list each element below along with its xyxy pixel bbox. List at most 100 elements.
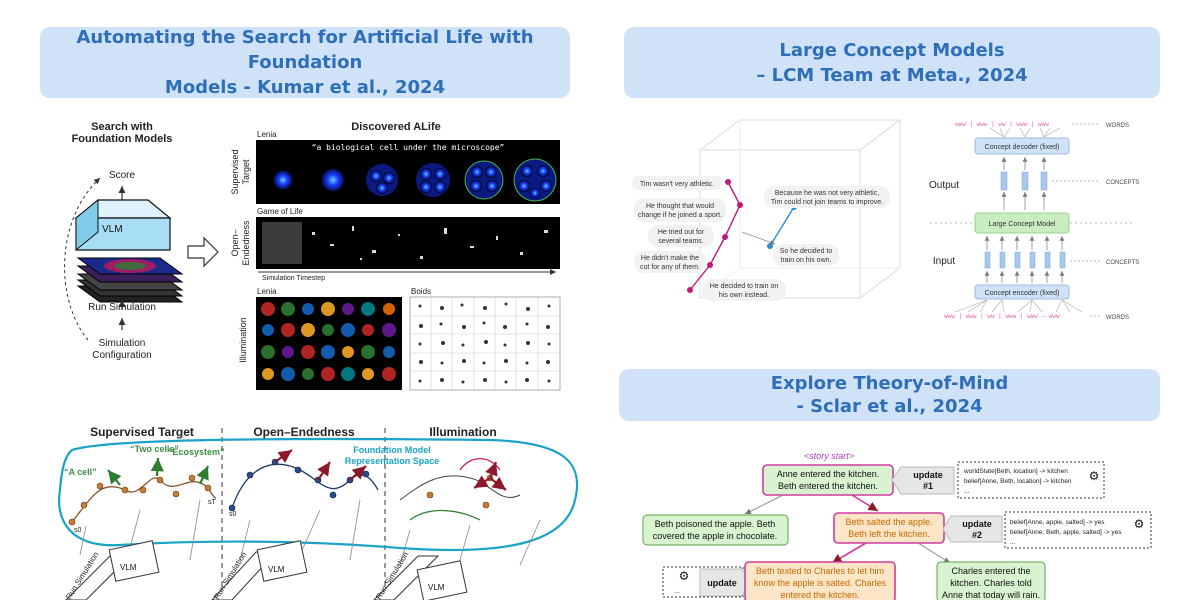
tom-story-graph: <story start> Anne entered the kitchen. … [642, 451, 1152, 600]
story-text: Charles entered the [951, 566, 1030, 576]
update-tag [942, 515, 1003, 543]
search-heading: Foundation Models [72, 133, 173, 145]
gear-icon: ⚙ [679, 569, 690, 583]
state-box [1004, 511, 1152, 549]
story-node [744, 561, 896, 600]
encoder-label: Concept encoder (fixed) [985, 290, 1060, 297]
story-text: entered the kitchen. [780, 590, 859, 600]
large-concept-model [974, 212, 1070, 234]
state-text: belief[Anne, apple, salted] -> yes [1010, 519, 1105, 526]
row-label: Illumination [238, 317, 248, 363]
representation-boundary [58, 437, 579, 552]
story-text: Beth salted the apple. [845, 517, 932, 527]
sentence: his own instead. [719, 292, 769, 299]
sentence: change if he joined a sport. [638, 212, 722, 219]
representation-space-panel: Supervised Target Open–Endedness Illumin… [58, 425, 579, 600]
state-text: ... [1010, 539, 1016, 546]
s0-label: s0 [74, 527, 82, 534]
sim-config-label: Configuration [92, 350, 151, 361]
lcm-embedding-cube: Tim wasn't very athletic. He thought tha… [632, 119, 902, 301]
story-text: kitchen. Charles told [950, 578, 1032, 588]
bottom-heading: Illumination [429, 425, 496, 439]
decoder-label: Concept decoder (fixed) [985, 144, 1060, 151]
row-label: Supervised [230, 149, 240, 194]
story-text: Beth entered the kitchen. [778, 481, 878, 491]
story-start: <story start> [804, 451, 854, 461]
timestep-label: Simulation Timestep [262, 275, 325, 282]
discovered-heading: Discovered ALife [351, 121, 440, 133]
search-heading: Search with [91, 121, 153, 133]
word-tokens: www | www | ww | www | www — www [944, 313, 1060, 320]
state-text: ... [674, 588, 680, 595]
to-results-arrow [187, 236, 219, 268]
concept-decoder [974, 137, 1070, 155]
sentence: He tried out for [658, 229, 705, 236]
discovered-alife-panel: Discovered ALife Lenia “a biological cel… [230, 121, 561, 391]
row-label: Endedness [241, 220, 251, 266]
output-label: Output [929, 180, 959, 191]
paper-title-tom: Explore Theory-of-Mind - Sclar et al., 2… [619, 369, 1160, 421]
story-text: Beth poisoned the apple. Beth [655, 519, 776, 529]
state-text: belief[Anne, Beth, apple, salted] -> yes [1010, 529, 1122, 536]
update-text: update [707, 578, 737, 588]
story-text: covered the apple in chocolate. [653, 531, 778, 541]
gear-icon: ⚙ [1089, 469, 1100, 483]
open-endedness-strip [256, 217, 560, 269]
word-tokens: www | www | ww | www | www [955, 121, 1049, 128]
search-pipeline: Search with Foundation Models Score VLM … [64, 121, 219, 361]
update-text: update [962, 519, 992, 529]
story-text: know the apple is salted. Charles [754, 578, 887, 588]
paper-title-alife: Automating the Search for Artificial Lif… [40, 27, 570, 98]
bottom-vlm-stacks: VLM VLM VLM Run Simulation Run Simulatio… [64, 540, 468, 600]
fm-rep-label: Representation Space [345, 456, 440, 466]
gear-icon: ⚙ [1134, 517, 1145, 531]
bottom-heading: Supervised Target [90, 425, 194, 439]
input-label: Input [933, 256, 955, 267]
paper-title-line: Large Concept Models [779, 39, 1005, 61]
lcm-architecture: Output Input Concept decoder (fixed) Lar… [929, 121, 1139, 321]
target-label: “Two cells” [130, 444, 179, 454]
vlm-label: VLM [268, 565, 285, 574]
bottom-heading: Open–Endedness [253, 425, 355, 439]
vlm-prism: VLM [74, 198, 172, 252]
sentence: Because he was not very athletic, [775, 190, 879, 197]
state-text: belief[Anne, Beth, location] -> kitchen [964, 478, 1072, 485]
vlm-label: VLM [120, 563, 137, 572]
sentence: He thought that would [646, 203, 714, 210]
update-text: update [913, 470, 943, 480]
sentence: Tim wasn't very athletic. [640, 181, 714, 188]
simulation-stack [76, 257, 184, 303]
lenia2-label: Lenia [257, 287, 277, 296]
story-text: Beth texted to Charles to let him [756, 566, 884, 576]
s0-label: s0 [229, 511, 237, 518]
sentence: He decided to train on [710, 283, 779, 290]
boids-label: Boids [411, 287, 431, 296]
paper-title-line: – LCM Team at Meta., 2024 [756, 64, 1028, 86]
state-text: worldState[Beth, location] -> kitchen [963, 468, 1068, 475]
sentence: Tim could not join teams to improve. [771, 199, 883, 206]
story-text: Beth left the kitchen. [848, 529, 930, 539]
state-text: ... [964, 488, 970, 495]
story-text: Anne that today will rain. [942, 590, 1040, 600]
paper-title-line: Explore Theory-of-Mind [770, 373, 1009, 394]
fm-rep-label: Foundation Model [353, 445, 430, 455]
update-text: #1 [923, 481, 933, 491]
paper-title-line: - Sclar et al., 2024 [796, 396, 983, 417]
feedback-arrow [64, 177, 101, 341]
model-label: Large Concept Model [989, 221, 1056, 228]
story-node [642, 514, 789, 546]
words-label: WORDS [1106, 315, 1129, 321]
story-node [936, 561, 1046, 600]
sentence: So he decided to [780, 248, 833, 255]
prompt-text: “a biological cell under the microscope” [312, 143, 505, 152]
lenia-label: Lenia [257, 130, 277, 139]
game-of-life-label: Game of Life [257, 207, 303, 216]
concepts-label: CONCEPTS [1106, 180, 1139, 186]
vlm-label: VLM [428, 583, 445, 592]
story-text: Anne entered the kitchen. [777, 469, 880, 479]
paper-title-line: Automating the Search for Artificial Lif… [76, 27, 534, 73]
target-label: “A cell” [64, 467, 97, 477]
sim-config-label: Simulation [99, 338, 146, 349]
concept-encoder [974, 284, 1070, 300]
target-label: “Ecosystem” [168, 447, 225, 457]
